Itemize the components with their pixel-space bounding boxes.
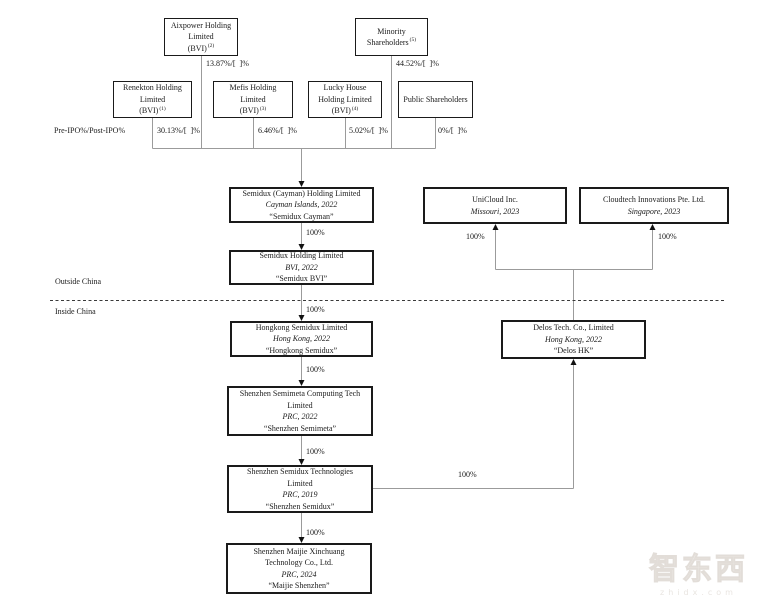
short-name: “Maijie Shenzhen”	[268, 581, 330, 590]
jurisdiction-year: Missouri, 2023	[470, 206, 520, 216]
inside-china-label: Inside China	[55, 307, 96, 316]
node-public-shareholders: Public Shareholders	[398, 81, 473, 118]
company-name: Delos Tech. Co., Limited	[533, 323, 614, 333]
jurisdiction-year: Hong Kong, 2022	[272, 334, 331, 344]
node-maijie-shenzhen: Shenzhen Maijie Xinchuang Technology Co.…	[226, 543, 372, 594]
company-name: Limited	[188, 32, 214, 42]
pct-luckyhouse: 5.02%/[ ]%	[349, 126, 388, 135]
footnote-ref: (1)	[159, 105, 166, 112]
node-shenzhen-semidux: Shenzhen Semidux Technologies Limited PR…	[227, 465, 373, 513]
company-name: Minority	[377, 26, 406, 36]
company-name: Shenzhen Maijie Xinchuang	[253, 546, 345, 556]
footnote-ref: (5)	[409, 37, 417, 44]
jurisdiction-year: BVI, 2022	[285, 262, 318, 272]
pct-delos-to-unicloud: 100%	[466, 232, 485, 241]
outside-china-label: Outside China	[55, 277, 101, 286]
short-name: “Hongkong Semidux”	[265, 345, 338, 355]
company-name: Public Shareholders	[403, 94, 468, 104]
pct-hongkong-to-semimeta: 100%	[306, 365, 325, 374]
jurisdiction: (BVI)(3)	[239, 105, 267, 116]
node-shenzhen-semimeta: Shenzhen Semimeta Computing Tech Limited…	[227, 386, 373, 436]
company-name: Aixpower Holding	[170, 20, 232, 30]
node-hongkong-semidux: Hongkong Semidux Limited Hong Kong, 2022…	[230, 321, 373, 357]
node-unicloud: UniCloud Inc. Missouri, 2023	[423, 187, 567, 224]
company-name: Shenzhen Semidux Technologies	[247, 467, 353, 476]
company-name: Semidux (Cayman) Holding Limited	[242, 188, 361, 198]
pct-semimeta-to-semidux: 100%	[306, 447, 325, 456]
company-name: Shenzhen Semimeta Computing Tech	[239, 389, 361, 398]
pct-bvi-to-hongkong: 100%	[306, 305, 325, 314]
jurisdiction: (BVI)(1)	[139, 105, 166, 116]
short-name: “Semidux Cayman”	[269, 211, 334, 221]
jurisdiction-year: Singapore, 2023	[627, 206, 681, 216]
company-name: Holding Limited	[318, 94, 372, 104]
company-name: Limited	[287, 400, 313, 410]
company-name: Cloudtech Innovations Pte. Ltd.	[603, 195, 705, 204]
node-minority-shareholders: Minority Shareholders(5)	[355, 18, 428, 56]
company-name: UniCloud Inc.	[472, 195, 518, 204]
jurisdiction-year: PRC, 2024	[281, 569, 317, 579]
jurisdiction-year: PRC, 2022	[282, 412, 318, 421]
company-name: Limited	[240, 94, 266, 104]
pct-delos-to-cloudtech: 100%	[658, 232, 677, 241]
short-name: “Shenzhen Semidux”	[265, 501, 335, 511]
footnote-ref: (2)	[207, 43, 215, 50]
pct-minority: 44.52%/[ ]%	[396, 59, 439, 68]
company-name: Mefis Holding	[229, 83, 277, 93]
short-name: “Shenzhen Semimeta”	[263, 423, 337, 433]
pct-cayman-to-bvi: 100%	[306, 228, 325, 237]
node-delos-hk: Delos Tech. Co., Limited Hong Kong, 2022…	[501, 320, 646, 359]
company-name: Renekton Holding	[123, 83, 182, 93]
pct-semidux-to-delos: 100%	[458, 470, 477, 479]
company-name: Limited	[139, 94, 166, 104]
footnote-ref: (4)	[351, 105, 359, 112]
jurisdiction: (BVI)(4)	[331, 105, 359, 116]
pct-public: 0%/[ ]%	[438, 126, 467, 135]
node-semidux-cayman: Semidux (Cayman) Holding Limited Cayman …	[229, 187, 374, 223]
pct-renekton: 30.13%/[ ]%	[157, 126, 200, 135]
footnote-ref: (3)	[259, 105, 267, 112]
node-renekton-holding: Renekton Holding Limited (BVI)(1)	[113, 81, 192, 118]
watermark-url: zhidx.com	[660, 588, 737, 597]
company-name: Limited	[287, 478, 313, 488]
company-name: Hongkong Semidux Limited	[255, 322, 348, 332]
company-name: Shareholders(5)	[366, 37, 417, 47]
watermark-logo: 智东西	[649, 552, 748, 587]
pre-post-ipo-label: Pre-IPO%/Post-IPO%	[54, 126, 126, 135]
jurisdiction: (BVI)(2)	[187, 43, 215, 53]
company-name: Lucky House	[323, 83, 367, 93]
pct-mefis: 6.46%/[ ]%	[258, 126, 297, 135]
watermark: 智东西 zhidx.com	[649, 552, 748, 597]
jurisdiction-year: Hong Kong, 2022	[544, 334, 603, 344]
company-name: Technology Co., Ltd.	[264, 558, 334, 567]
node-lucky-house-holding: Lucky House Holding Limited (BVI)(4)	[308, 81, 382, 118]
company-name: Semidux Holding Limited	[259, 251, 344, 261]
short-name: “Semidux BVI”	[275, 274, 328, 284]
jurisdiction-year: Cayman Islands, 2022	[265, 200, 338, 210]
pct-aixpower: 13.87%/[ ]%	[206, 59, 249, 68]
node-aixpower-holding: Aixpower Holding Limited (BVI)(2)	[164, 18, 238, 56]
jurisdiction-year: PRC, 2019	[282, 490, 318, 499]
node-cloudtech: Cloudtech Innovations Pte. Ltd. Singapor…	[579, 187, 729, 224]
short-name: “Delos HK”	[553, 346, 594, 356]
pct-semidux-to-maijie: 100%	[306, 528, 325, 537]
node-semidux-bvi: Semidux Holding Limited BVI, 2022 “Semid…	[229, 250, 374, 285]
node-mefis-holding: Mefis Holding Limited (BVI)(3)	[213, 81, 293, 118]
